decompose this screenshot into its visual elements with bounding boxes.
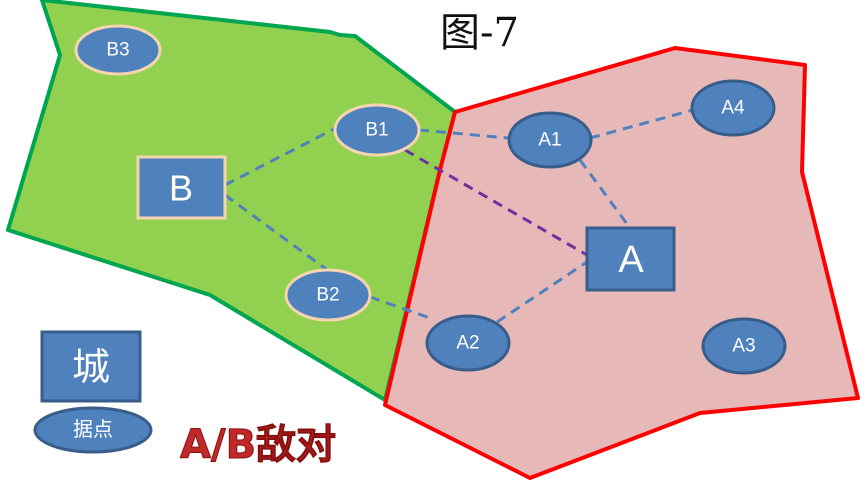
node-b1-label: B1 — [365, 120, 388, 141]
legend: 城 据点 A/B敌对 — [33, 330, 337, 469]
link-a1-a — [578, 159, 632, 229]
diagram-title: 图-7 — [440, 10, 519, 56]
node-a2: A2 — [425, 314, 511, 372]
node-a3-label: A3 — [732, 336, 755, 357]
link-a2-a — [496, 260, 588, 324]
link-b2-a2 — [369, 295, 431, 320]
legend-stronghold-label: 据点 — [73, 418, 113, 441]
city-b-label: B — [169, 168, 193, 209]
node-b1: B1 — [333, 103, 421, 157]
legend-enemy-label: A/B敌对 — [180, 422, 336, 468]
node-a1-label: A1 — [538, 130, 561, 151]
link-b-b1 — [224, 126, 337, 187]
node-a2-label: A2 — [456, 333, 479, 354]
node-b3-label: B3 — [106, 40, 129, 61]
enemy-link-b1-a — [404, 148, 588, 257]
node-b2-label: B2 — [316, 285, 339, 306]
node-b3: B3 — [74, 24, 162, 76]
node-a4: A4 — [690, 79, 776, 137]
city-a-label: A — [618, 239, 644, 281]
link-b-b2 — [224, 193, 331, 274]
node-b2: B2 — [284, 268, 372, 322]
city-a: A — [585, 226, 676, 292]
node-a1: A1 — [507, 111, 593, 169]
legend-stronghold-shape — [33, 406, 153, 454]
node-a3: A3 — [701, 317, 787, 375]
legend-city-box — [40, 330, 142, 403]
link-a1-a4 — [589, 108, 694, 140]
legend-city-label: 城 — [72, 345, 110, 389]
link-b1-a1 — [418, 128, 509, 140]
city-b: B — [136, 155, 227, 220]
node-a4-label: A4 — [721, 98, 745, 119]
